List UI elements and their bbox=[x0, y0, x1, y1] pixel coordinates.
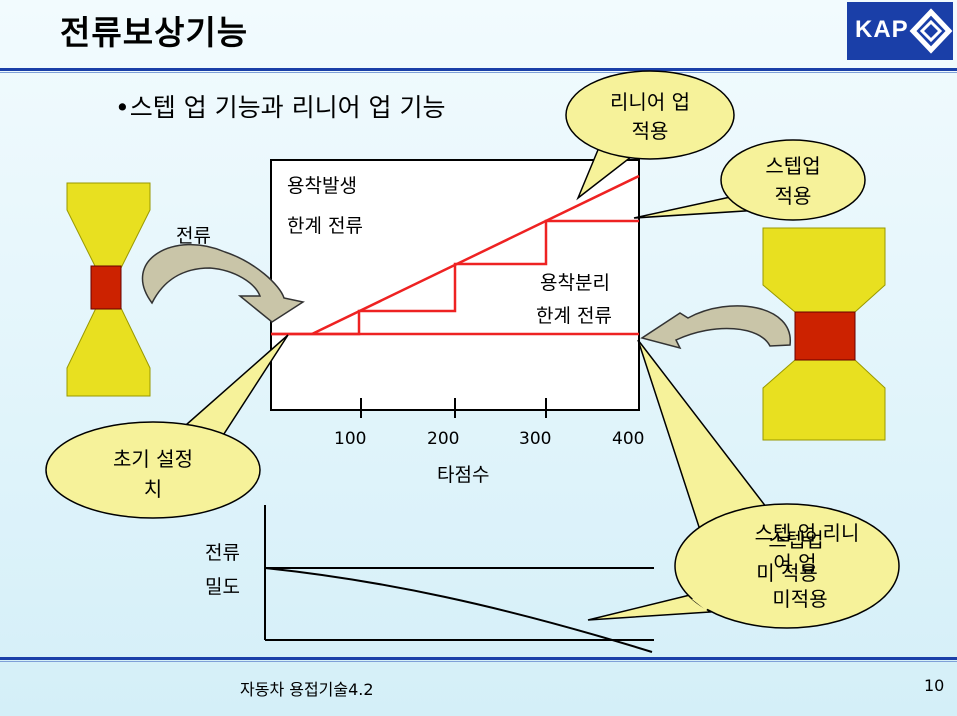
svg-text:적용: 적용 bbox=[775, 184, 812, 208]
bottom-divider-thin bbox=[0, 661, 957, 662]
right-electrode-icon bbox=[762, 227, 886, 441]
x-tick-label: 400 bbox=[612, 429, 644, 449]
page-title: 전류보상기능 bbox=[60, 13, 249, 52]
svg-text:미 적용: 미 적용 bbox=[756, 561, 818, 585]
x-tick-label: 300 bbox=[519, 429, 551, 449]
callout-not-applied: 스텝 업 리니 어 업 미 적용 스텝업 미적용 bbox=[587, 339, 900, 629]
step-up-line bbox=[271, 219, 639, 336]
left-electrode-icon bbox=[66, 182, 151, 397]
curved-arrow-left-icon bbox=[141, 243, 305, 323]
svg-text:스텝업: 스텝업 bbox=[765, 154, 820, 178]
linear-up-line bbox=[311, 174, 640, 336]
x-tick-label: 200 bbox=[427, 429, 459, 449]
svg-text:초기 설정: 초기 설정 bbox=[113, 447, 193, 471]
x-tick-label: 100 bbox=[334, 429, 366, 449]
bottom-divider bbox=[0, 657, 957, 660]
svg-text:스텝업: 스텝업 bbox=[768, 528, 823, 552]
svg-text:어 업: 어 업 bbox=[773, 551, 816, 575]
footer-text: 자동차 용접기술4.2 bbox=[240, 680, 374, 699]
callout-initial-setting: 초기 설정 치 bbox=[45, 334, 289, 519]
label-weld-occur: 용착발생 bbox=[287, 175, 357, 197]
svg-text:리니어 업: 리니어 업 bbox=[610, 90, 690, 114]
callout-step-up: 스텝업 적용 bbox=[633, 139, 866, 221]
top-divider bbox=[0, 68, 957, 71]
logo-text: KAP bbox=[855, 16, 909, 43]
label-current: 전류 bbox=[176, 225, 211, 247]
bullet-heading: •스텝 업 기능과 리니어 업 기능 bbox=[115, 93, 446, 122]
x-axis-label: 타점수 bbox=[437, 464, 489, 486]
density-label-line2: 밀도 bbox=[205, 576, 240, 598]
svg-text:적용: 적용 bbox=[632, 119, 669, 143]
svg-text:치: 치 bbox=[144, 477, 162, 501]
page-number: 10 bbox=[924, 676, 945, 695]
density-label-line1: 전류 bbox=[205, 542, 240, 564]
label-separation: 용착분리 bbox=[540, 272, 610, 294]
density-decrease-curve bbox=[264, 567, 653, 653]
top-divider-thin bbox=[0, 72, 957, 73]
label-limit-current: 한계 전류 bbox=[287, 215, 363, 237]
curved-arrow-right-icon bbox=[640, 305, 791, 350]
svg-text:미적용: 미적용 bbox=[772, 587, 827, 611]
svg-text:스텝 업 리니: 스텝 업 리니 bbox=[755, 521, 860, 545]
kap-logo: KAP bbox=[847, 2, 953, 60]
diamond-logo-icon bbox=[909, 8, 953, 54]
label-separation-limit: 한계 전류 bbox=[536, 305, 612, 327]
callout-linear-up: 리니어 업 적용 bbox=[565, 70, 735, 201]
